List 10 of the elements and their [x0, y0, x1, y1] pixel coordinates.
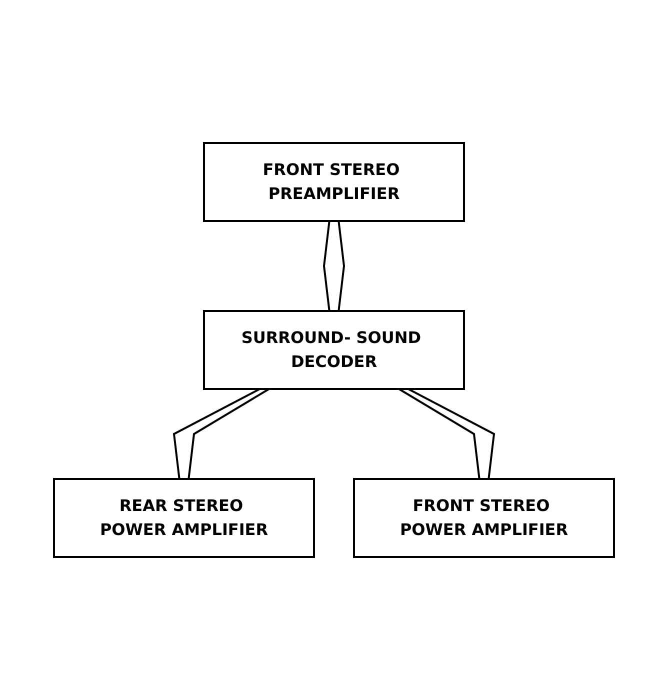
connector	[323, 220, 330, 312]
node-box: REAR STEREO POWER AMPLIFIER	[53, 478, 315, 558]
connector	[338, 220, 345, 312]
node-box: SURROUND- SOUND DECODER	[203, 310, 465, 390]
connector	[408, 388, 496, 480]
node-box: FRONT STEREO PREAMPLIFIER	[203, 142, 465, 222]
connector	[188, 388, 270, 480]
node-box: FRONT STEREO POWER AMPLIFIER	[353, 478, 615, 558]
connector	[398, 388, 480, 480]
connector	[172, 388, 260, 480]
